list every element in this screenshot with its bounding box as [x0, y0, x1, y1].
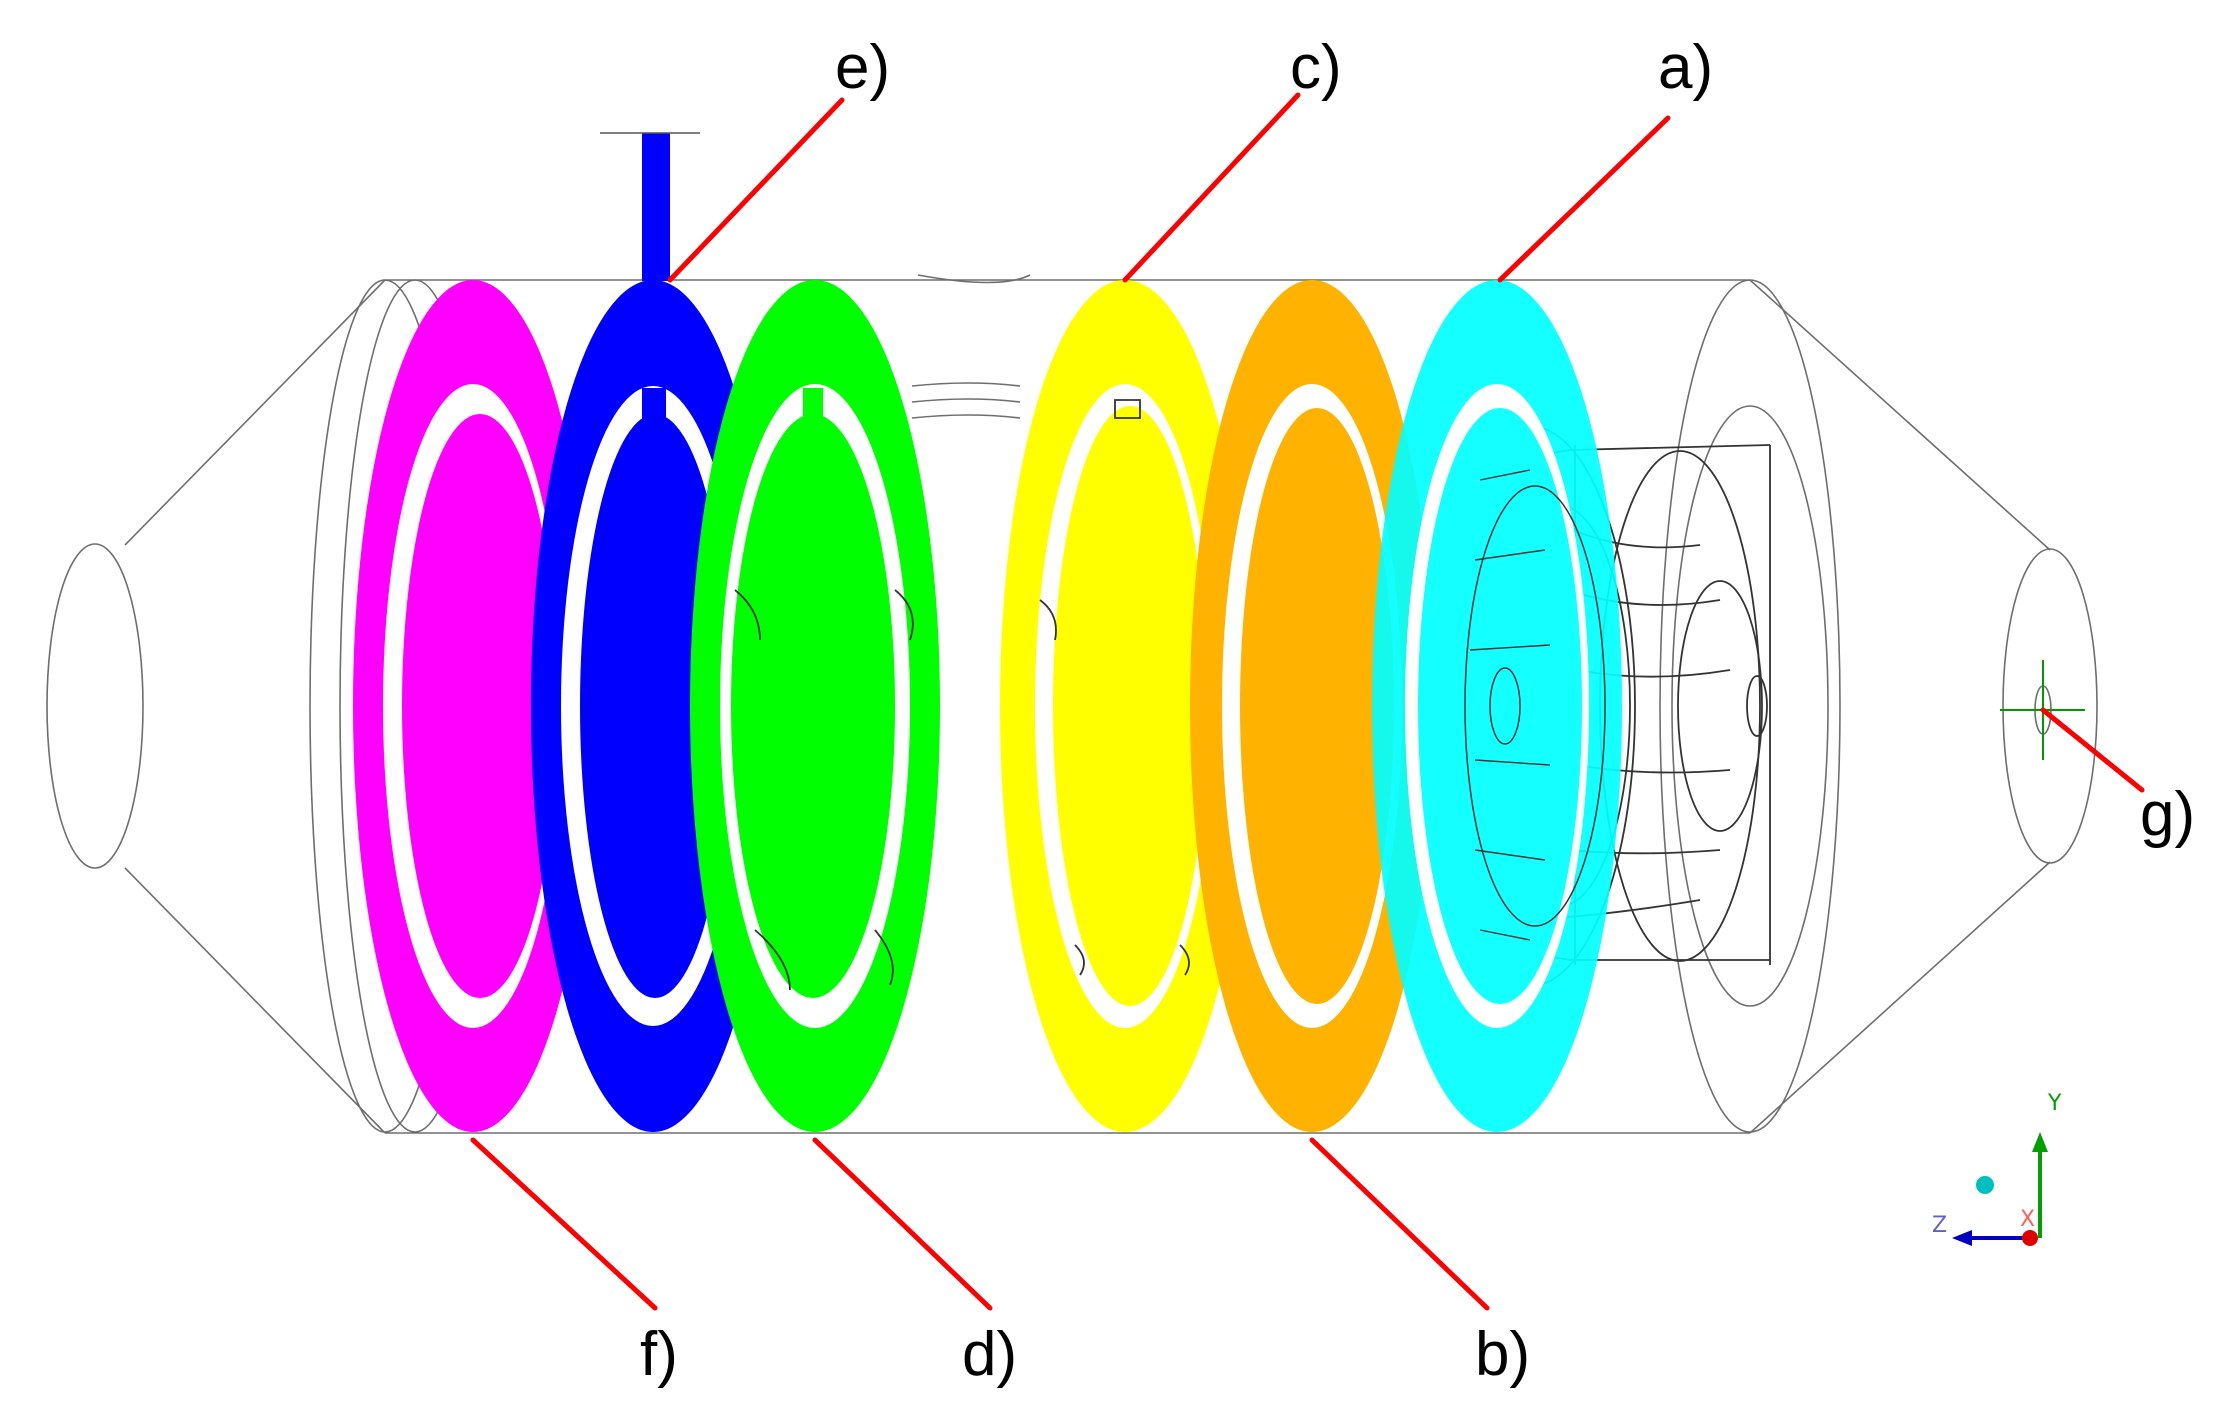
- swirler-center-back: [1746, 675, 1768, 737]
- ring-a-inner: [1418, 408, 1582, 1004]
- ring-c-inner: [1053, 406, 1207, 1006]
- right-end-cap: [1659, 279, 1841, 1133]
- leader-line-b: [1309, 1137, 1490, 1311]
- right-cone-bottom: [1749, 861, 2051, 1134]
- ring-d-inner: [731, 414, 895, 998]
- seam-top: [917, 274, 1031, 284]
- right-inner-ring: [1671, 405, 1829, 1007]
- right-nozzle: [2002, 548, 2098, 864]
- leader-line-a: [1497, 115, 1671, 283]
- ring-a-vanes: [1469, 469, 1551, 941]
- ring-a-center: [1489, 667, 1521, 745]
- leader-lines: [470, 92, 2145, 1311]
- label-d: d): [962, 1320, 1017, 1389]
- leader-line-d: [812, 1137, 993, 1311]
- label-a: a): [1658, 33, 1713, 102]
- label-c: c): [1290, 33, 1342, 102]
- leader-line-g: [2040, 707, 2145, 793]
- right-cone-top: [1749, 279, 2051, 551]
- ring-d-stem: [803, 388, 823, 422]
- ring-e-pipe: [642, 133, 670, 281]
- axis-x-dot-icon: [2022, 1230, 2038, 1246]
- axis-z-arrow-icon: [1952, 1230, 1972, 1246]
- left-cone-top: [124, 279, 386, 546]
- ring-b: [1190, 280, 1434, 1132]
- axis-x-label: X: [2020, 1207, 2035, 1232]
- ring-e-inner: [580, 414, 730, 998]
- leader-line-c: [1122, 92, 1301, 283]
- label-b: b): [1475, 1320, 1530, 1389]
- seam-2: [911, 398, 1021, 403]
- label-f: f): [640, 1320, 678, 1389]
- ring-c-nozzles: [1039, 399, 1190, 976]
- label-g: g): [2140, 780, 2195, 849]
- label-e: e): [835, 33, 890, 102]
- left-cone-bottom: [124, 867, 386, 1134]
- axis-triad: Y Z X: [1932, 1091, 2062, 1246]
- axis-y-arrow-icon: [2032, 1132, 2048, 1152]
- ring-e-stem: [642, 388, 666, 422]
- swirler-hub-back: [1677, 580, 1763, 832]
- ring-f: [353, 280, 593, 1132]
- ring-f-inner: [402, 414, 558, 998]
- ring-a: [1372, 280, 1622, 1132]
- leader-line-e: [667, 97, 845, 283]
- ring-c: [1000, 280, 1250, 1132]
- left-nozzle: [46, 543, 144, 869]
- axis-z-label: Z: [1932, 1213, 1947, 1238]
- axis-origin-marker-icon: [1976, 1176, 1994, 1194]
- ring-a-swirler-outline: [1464, 485, 1606, 927]
- leader-line-f: [470, 1137, 658, 1311]
- ring-d: [690, 280, 940, 1132]
- seam-1: [911, 382, 1021, 387]
- callout-labels: a) b) c) d) e) f) g): [640, 33, 2195, 1389]
- seam-3: [911, 414, 1021, 419]
- swirler-back: [1599, 450, 1761, 962]
- axis-y-label: Y: [2047, 1091, 2062, 1116]
- ring-b-inner: [1240, 408, 1394, 1004]
- ring-d-nozzles: [734, 589, 914, 991]
